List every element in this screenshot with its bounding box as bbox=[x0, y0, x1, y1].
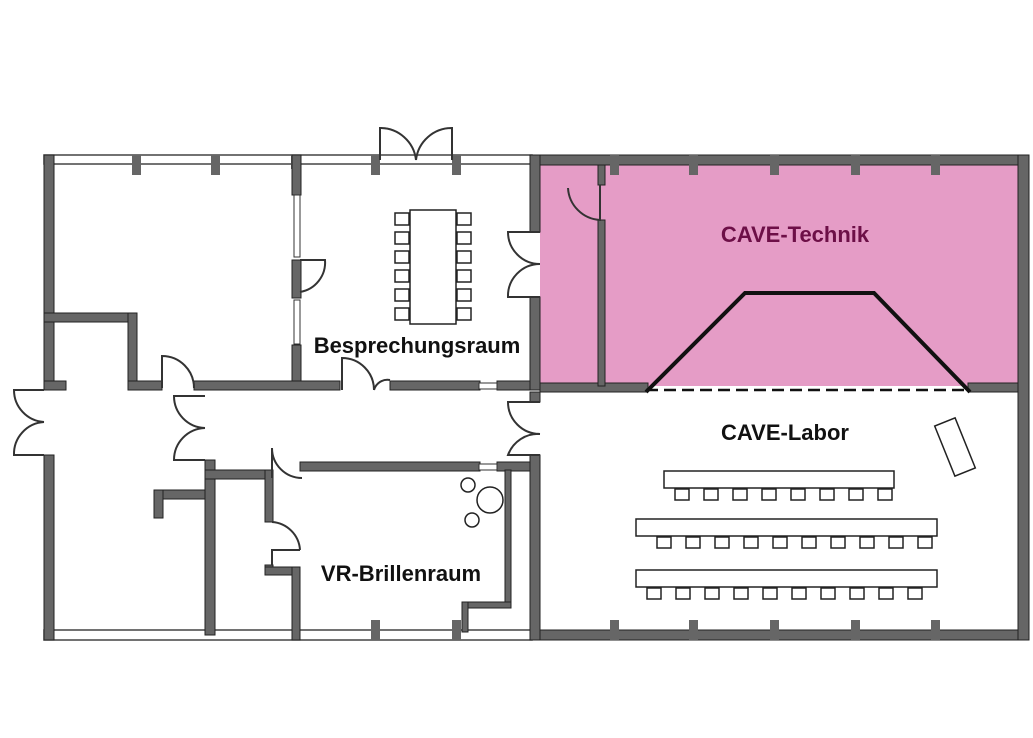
desk-chair bbox=[820, 587, 836, 600]
desk-chair bbox=[674, 488, 690, 501]
desk-chair bbox=[761, 488, 777, 501]
desk-chair bbox=[878, 587, 894, 600]
doors bbox=[12, 126, 601, 565]
desk-chair bbox=[801, 536, 817, 549]
desk-chair bbox=[849, 587, 865, 600]
room-label-vr-brillenraum: VR-Brillenraum bbox=[321, 561, 481, 586]
cave-technik-area bbox=[540, 165, 1018, 386]
desk-chair bbox=[762, 587, 778, 600]
desk-chair bbox=[877, 488, 893, 501]
room-label-cave-labor: CAVE-Labor bbox=[721, 420, 849, 445]
exterior-walls bbox=[43, 154, 1030, 641]
desk-chair bbox=[733, 587, 749, 600]
desk-chair bbox=[859, 536, 875, 549]
vr-stools bbox=[460, 477, 504, 528]
room-label-cave-technik: CAVE-Technik bbox=[721, 222, 870, 247]
desk-chairs bbox=[646, 488, 933, 600]
desk-chair bbox=[732, 488, 748, 501]
desk-chair bbox=[907, 587, 923, 600]
desk-chair bbox=[917, 536, 933, 549]
wall-openings bbox=[293, 194, 498, 471]
desk-chair bbox=[646, 587, 662, 600]
desk-chair bbox=[830, 536, 846, 549]
conference-table bbox=[394, 209, 472, 325]
desk-chair bbox=[675, 587, 691, 600]
desk-chair bbox=[703, 488, 719, 501]
desk-chair bbox=[714, 536, 730, 549]
desk-chair bbox=[656, 536, 672, 549]
lab-desks bbox=[635, 470, 938, 588]
cave-screen-outline bbox=[644, 291, 972, 394]
room-label-besprechungsraum: Besprechungsraum bbox=[314, 333, 521, 358]
desk-chair bbox=[791, 587, 807, 600]
projector-table bbox=[933, 416, 977, 478]
interior-walls bbox=[43, 154, 1019, 641]
desk-chair bbox=[819, 488, 835, 501]
desk-chair bbox=[772, 536, 788, 549]
desk-chair bbox=[743, 536, 759, 549]
desk-chair bbox=[848, 488, 864, 501]
desk-chair bbox=[888, 536, 904, 549]
desk-chair bbox=[790, 488, 806, 501]
desk-chair bbox=[704, 587, 720, 600]
desk-chair bbox=[685, 536, 701, 549]
